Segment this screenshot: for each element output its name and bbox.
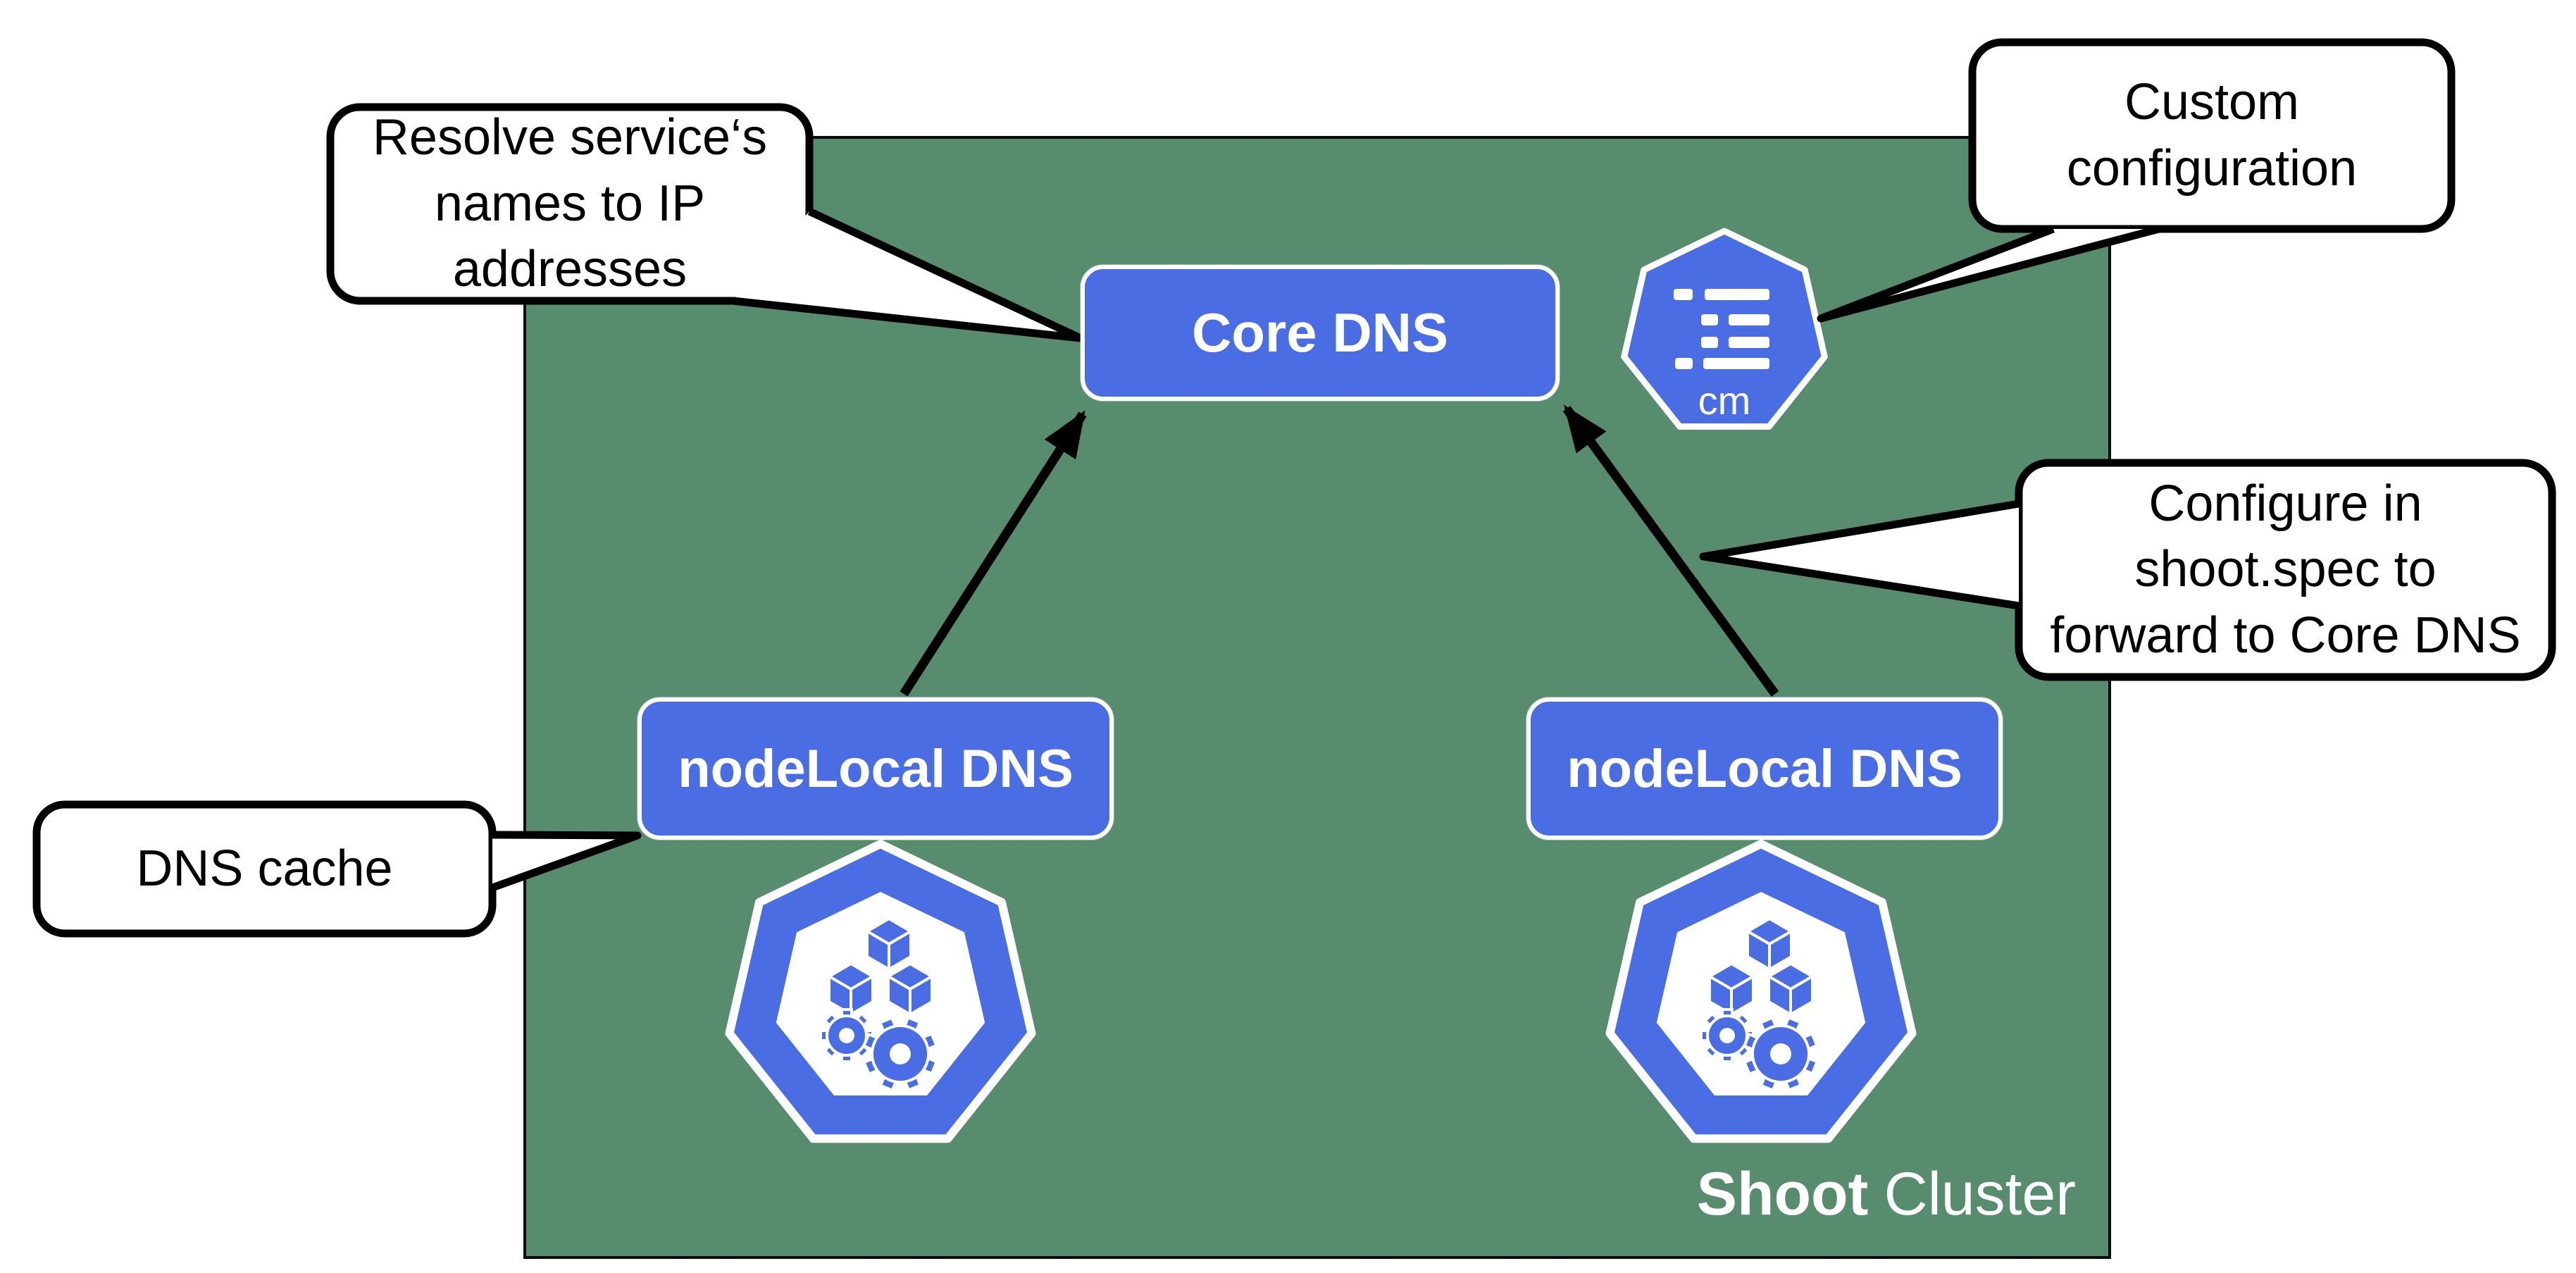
arrow-nodelocal-left-to-coredns (900, 410, 1087, 697)
callout-line: Resolve service‘s (372, 109, 768, 166)
nodelocal-dns-box-left: nodeLocal DNS (637, 697, 1114, 840)
speech-bubble-resolve (326, 103, 1085, 342)
nodelocal-dns-box-right: nodeLocal DNS (1526, 697, 2003, 840)
callout-line: Configure in (2148, 475, 2422, 532)
speech-bubble-custom-configuration (1817, 38, 2456, 323)
speech-bubble-configure (1699, 459, 2556, 681)
core-dns-box: Core DNS (1081, 265, 1560, 401)
nodelocal-dns-right-label: nodeLocal DNS (1567, 738, 1962, 799)
shoot-cluster-label-bold: Shoot (1696, 1160, 1869, 1228)
callout-line: shoot.spec to (2134, 541, 2437, 598)
shoot-cluster-label: Shoot Cluster (1697, 1159, 2076, 1229)
callout-line: Custom (2124, 73, 2300, 130)
arrow-nodelocal-right-to-coredns (1562, 404, 1779, 697)
shoot-cluster-label-regular: Cluster (1884, 1160, 2076, 1228)
core-dns-label: Core DNS (1191, 302, 1449, 364)
configmap-icon-label: cm (1698, 378, 1751, 423)
callout-resolve-text: Resolve service‘s names to IP addresses (330, 107, 809, 301)
configmap-icon: cm (1621, 228, 1828, 430)
callout-custom-configuration-text: Custom configuration (1972, 42, 2451, 229)
callout-dns-cache-text: DNS cache (37, 805, 492, 933)
speech-bubble-dns-cache (32, 800, 642, 938)
callout-line: configuration (2066, 139, 2358, 197)
callout-line: DNS cache (136, 840, 393, 897)
callout-configure-text: Configure in shoot.spec to forward to Co… (2019, 463, 2552, 677)
list-lines-glyph (1674, 289, 1769, 369)
callout-line: addresses (452, 241, 687, 298)
nodelocal-dns-left-label: nodeLocal DNS (678, 738, 1074, 799)
callout-line: names to IP (434, 175, 706, 232)
callout-line: forward to Core DNS (2050, 607, 2521, 664)
